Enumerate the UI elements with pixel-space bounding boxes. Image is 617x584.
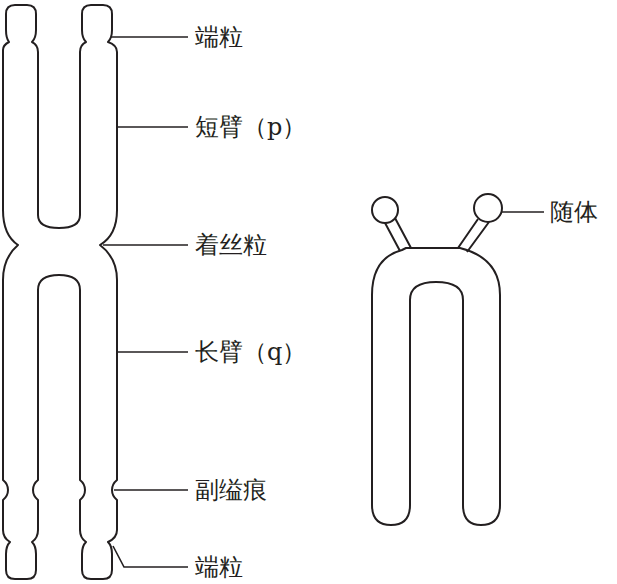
- part-label: 端粒: [195, 25, 243, 49]
- part-label: 副缢痕: [195, 478, 267, 502]
- part-label: 随体: [550, 200, 598, 224]
- leader-line: [113, 546, 188, 567]
- leader-line: [114, 489, 188, 491]
- part-label: 长臂（q）: [195, 340, 306, 364]
- part-label: 着丝粒: [195, 233, 267, 257]
- leader-line: [502, 211, 544, 213]
- metacentric-chromosome: [3, 5, 117, 579]
- satellite-knob: [474, 194, 502, 222]
- leader-line: [118, 126, 188, 128]
- satellite-knob: [372, 197, 398, 223]
- part-label: 端粒: [195, 555, 243, 579]
- satellite-stalk: [384, 218, 489, 252]
- leader-line: [111, 36, 188, 38]
- leader-line: [118, 351, 188, 353]
- part-label: 短臂（p）: [195, 115, 306, 139]
- acrocentric-chromosome: [372, 248, 500, 525]
- leader-line: [103, 244, 188, 246]
